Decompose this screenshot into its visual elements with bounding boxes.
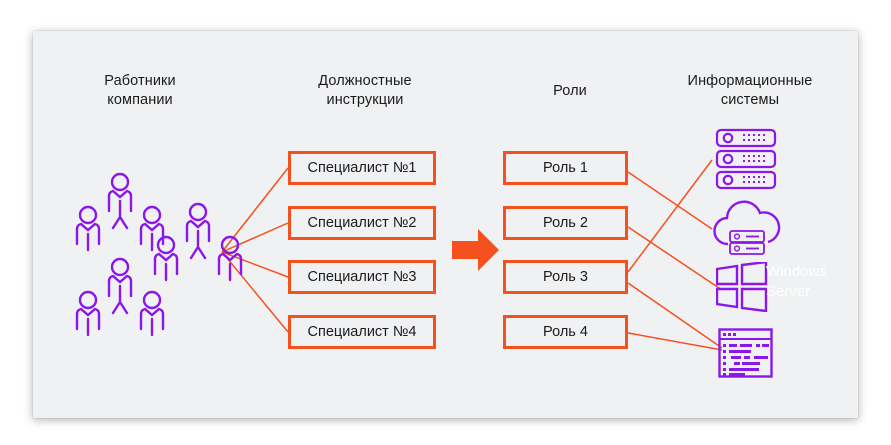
server-stack-icon [715, 128, 777, 195]
role-box-3[interactable]: Роль 3 [503, 260, 628, 294]
employee-group-top-left [72, 170, 168, 260]
job-box-label: Специалист №4 [307, 324, 417, 340]
server-dots [743, 134, 765, 183]
employee-group-right [150, 200, 246, 290]
person-body [75, 222, 101, 246]
person-legs [111, 284, 129, 315]
person-body [139, 222, 165, 246]
job-box-specialist-1[interactable]: Специалист №1 [288, 151, 436, 185]
cloud-shape [713, 200, 781, 246]
person-head [188, 202, 208, 222]
person-head [220, 235, 240, 255]
cloud-server-icon [712, 198, 784, 261]
person-head [142, 290, 162, 310]
person-body [153, 252, 179, 276]
person-body [107, 274, 133, 298]
server-unit [715, 149, 777, 169]
person-body [185, 219, 211, 243]
job-box-specialist-4[interactable]: Специалист №4 [288, 315, 436, 349]
server-led [722, 174, 734, 186]
code-window-dots [723, 333, 736, 336]
person-body [75, 307, 101, 331]
arrow-shape [452, 229, 499, 271]
job-box-label: Специалист №1 [307, 160, 417, 176]
server-led [722, 153, 734, 165]
column-title-employees: Работники компании [104, 73, 176, 108]
windows-pane-tr [740, 260, 768, 286]
role-box-2[interactable]: Роль 2 [503, 206, 628, 240]
code-window-icon [718, 328, 773, 383]
employee-group-bottom-left [72, 255, 168, 345]
person-legs [189, 229, 207, 260]
windows-logo-icon [715, 260, 768, 317]
windows-pane-br [740, 287, 768, 313]
person-legs [111, 199, 129, 230]
job-box-label: Специалист №3 [307, 269, 417, 285]
flow-arrow [452, 227, 500, 278]
code-window-frame [718, 328, 773, 378]
role-box-label: Роль 2 [543, 215, 588, 231]
windows-pane-bl [715, 287, 739, 309]
person-head [110, 172, 130, 192]
column-title-roles: Роли [553, 83, 587, 99]
mini-server-led [733, 233, 741, 240]
person-head [110, 257, 130, 277]
column-title-job-descriptions: Должностные инструкции [318, 73, 412, 108]
job-box-label: Специалист №2 [307, 215, 417, 231]
job-box-specialist-2[interactable]: Специалист №2 [288, 206, 436, 240]
person-body [217, 252, 243, 276]
windows-pane-tl [715, 264, 739, 286]
mini-server-led [733, 245, 741, 252]
person-head [142, 205, 162, 225]
role-box-1[interactable]: Роль 1 [503, 151, 628, 185]
job-box-specialist-3[interactable]: Специалист №3 [288, 260, 436, 294]
server-led [722, 132, 734, 144]
person-body [107, 189, 133, 213]
server-unit [715, 128, 777, 148]
person-head [78, 290, 98, 310]
code-lines [723, 344, 769, 376]
person-body [139, 307, 165, 331]
person-head [156, 235, 176, 255]
server-unit [715, 170, 777, 190]
role-box-label: Роль 1 [543, 160, 588, 176]
person-head [78, 205, 98, 225]
role-box-label: Роль 4 [543, 324, 588, 340]
column-title-information-systems: Информационные системы [687, 73, 813, 108]
role-box-4[interactable]: Роль 4 [503, 315, 628, 349]
role-box-label: Роль 3 [543, 269, 588, 285]
windows-server-label: Windows Server [766, 263, 827, 300]
